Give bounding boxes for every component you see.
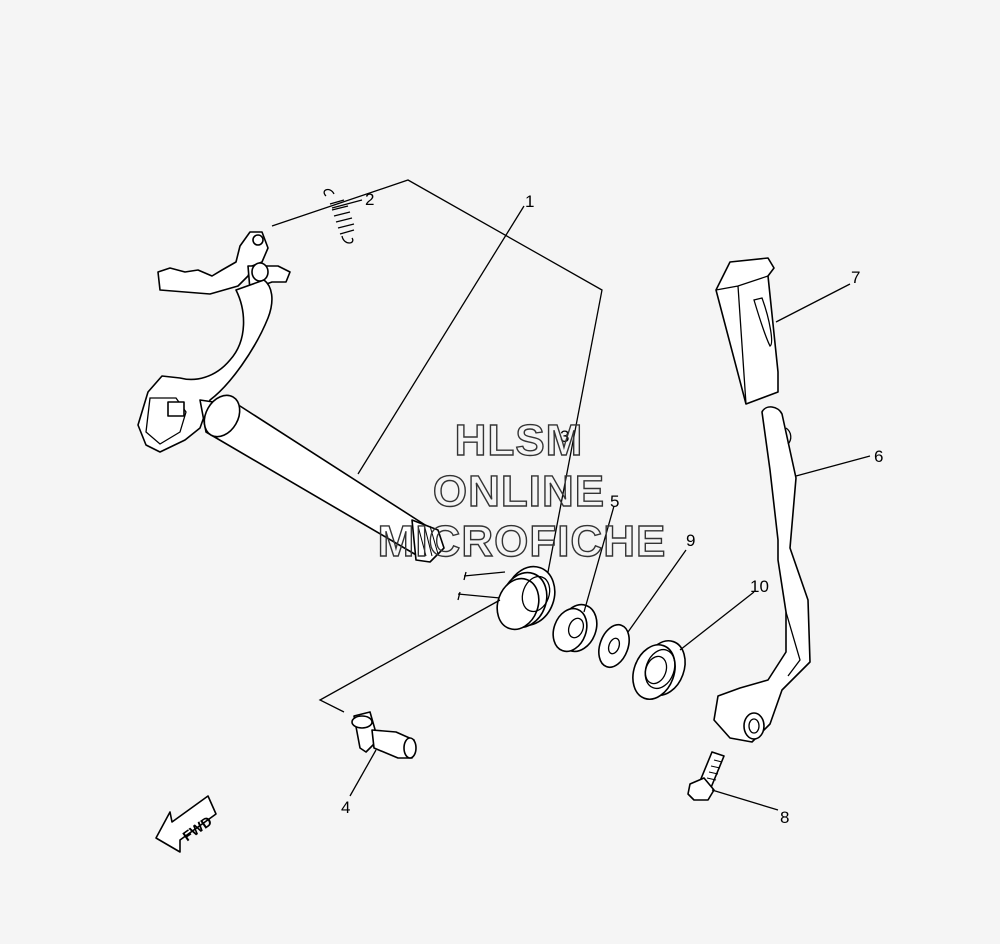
part-6-shift-pedal — [713, 406, 811, 743]
part-9-washer — [598, 623, 630, 669]
callout-3: 3 — [560, 427, 569, 446]
part-10-oil-seal — [632, 640, 686, 700]
fwd-arrow-icon: FWD — [155, 795, 217, 853]
watermark-line-1: HLSM — [455, 416, 584, 465]
callout-4: 4 — [341, 798, 350, 817]
callout-10: 10 — [750, 577, 769, 596]
part-4-pin — [351, 711, 417, 759]
part-3-torsion-spring — [457, 565, 556, 631]
leader-lines — [271, 179, 871, 811]
watermark-line-2: ONLINE — [433, 467, 605, 516]
callout-6: 6 — [874, 447, 883, 466]
callout-2: 2 — [365, 190, 374, 209]
part-5-collar — [552, 603, 598, 653]
callout-8: 8 — [780, 808, 789, 827]
part-2-spring — [323, 188, 355, 244]
watermark-line-3: MICROFICHE — [378, 517, 667, 566]
part-7-pedal-rubber — [715, 257, 779, 405]
callout-5: 5 — [610, 492, 619, 511]
callout-1: 1 — [525, 192, 534, 211]
part-1-shift-shaft — [137, 231, 445, 563]
callout-7: 7 — [851, 268, 860, 287]
callouts: 2 1 3 5 9 10 7 6 4 8 — [341, 190, 883, 827]
part-8-bolt — [687, 751, 725, 801]
watermark: HLSM ONLINE MICROFICHE — [377, 415, 667, 566]
callout-9: 9 — [686, 531, 695, 550]
